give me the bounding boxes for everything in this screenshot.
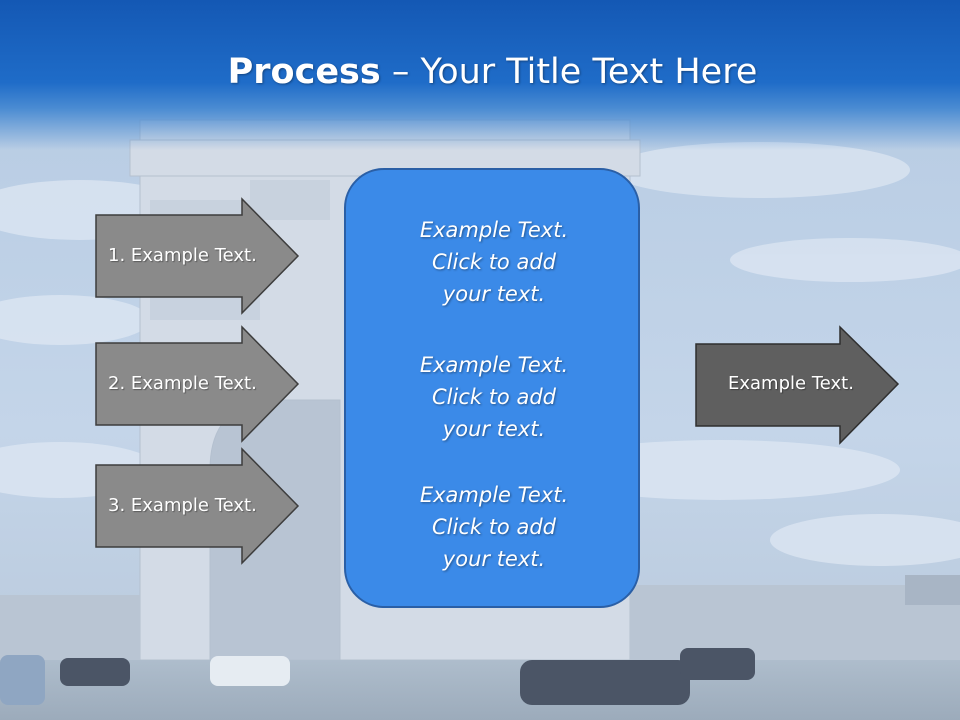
arrow-step-3-label: 3. Example Text. [108, 495, 257, 516]
center-block-1-line-1: Example Text. [419, 218, 569, 242]
center-block-3-line-1: Example Text. [419, 483, 569, 507]
arrow-result-label: Example Text. [728, 373, 854, 394]
title-rest: – Your Title Text Here [380, 52, 758, 92]
center-block-2-line-3: your text. [442, 417, 546, 441]
center-block-2-line-2: Click to add [431, 385, 556, 409]
slide-title[interactable]: Process – Your Title Text Here [0, 52, 960, 92]
arrow-step-2-label: 2. Example Text. [108, 373, 257, 394]
center-block-1-line-2: Click to add [431, 250, 556, 274]
center-block-1-line-3: your text. [442, 282, 546, 306]
arrow-step-1-label: 1. Example Text. [108, 245, 257, 266]
title-bold: Process [227, 52, 381, 92]
title-bar [0, 0, 960, 150]
center-block-2: Example Text. Click to add your text. [346, 349, 642, 445]
center-block-3-line-2: Click to add [431, 515, 556, 539]
center-block-3-line-3: your text. [442, 547, 546, 571]
center-block-2-line-1: Example Text. [419, 353, 569, 377]
center-text-box[interactable]: Example Text. Click to add your text. Ex… [344, 168, 640, 608]
center-block-3: Example Text. Click to add your text. [346, 479, 642, 575]
center-block-1: Example Text. Click to add your text. [346, 214, 642, 310]
